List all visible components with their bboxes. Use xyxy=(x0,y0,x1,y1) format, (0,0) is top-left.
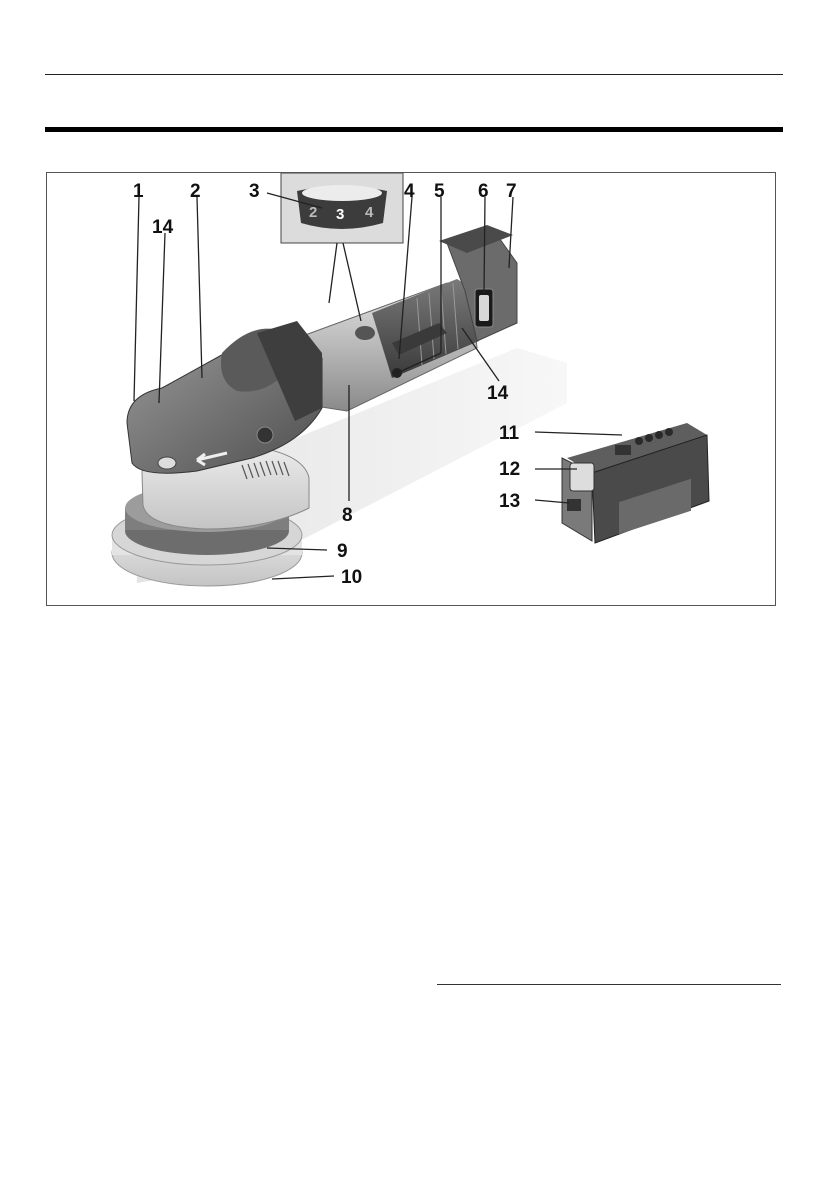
callout-7: 7 xyxy=(506,181,517,202)
leader-2 xyxy=(197,197,202,378)
tool-illustration-figure: 2 3 4 1 2 3 4 xyxy=(46,172,776,606)
dial-number-4: 4 xyxy=(365,204,374,221)
leader-11 xyxy=(535,432,622,435)
battery-indicator-button xyxy=(615,445,631,455)
callout-8: 8 xyxy=(342,505,353,526)
callout-10: 10 xyxy=(341,567,362,588)
callout-4: 4 xyxy=(404,181,415,202)
callout-1: 1 xyxy=(133,181,144,202)
battery-release-button xyxy=(570,463,594,491)
battery-contact-slot xyxy=(567,499,581,511)
led-display-inner xyxy=(479,295,489,321)
head-screw xyxy=(257,427,273,443)
callout-12: 12 xyxy=(499,459,520,480)
callout-14-head: 14 xyxy=(152,217,174,238)
callout-14-rear: 14 xyxy=(487,383,509,404)
callout-13: 13 xyxy=(499,491,520,512)
figure-svg: 2 3 4 1 2 3 4 xyxy=(47,173,776,606)
dial-number-3: 3 xyxy=(336,206,344,223)
leader-10 xyxy=(272,576,334,579)
leader-1 xyxy=(134,197,139,401)
callout-11: 11 xyxy=(499,423,520,444)
header-thick-rule xyxy=(45,127,783,132)
dial-pointer-line-right xyxy=(343,243,361,321)
footnote-rule xyxy=(437,984,781,985)
top-thin-rule xyxy=(45,74,783,75)
spindle-lock xyxy=(158,457,176,469)
callout-3: 3 xyxy=(249,181,260,202)
speed-dial xyxy=(355,326,375,340)
dial-pointer-line-left xyxy=(329,243,337,303)
callout-2: 2 xyxy=(190,181,201,202)
callout-9: 9 xyxy=(337,541,348,562)
dial-inset-cap xyxy=(302,185,382,201)
callout-5: 5 xyxy=(434,181,445,202)
leader-14a xyxy=(159,233,165,403)
callout-6: 6 xyxy=(478,181,489,202)
